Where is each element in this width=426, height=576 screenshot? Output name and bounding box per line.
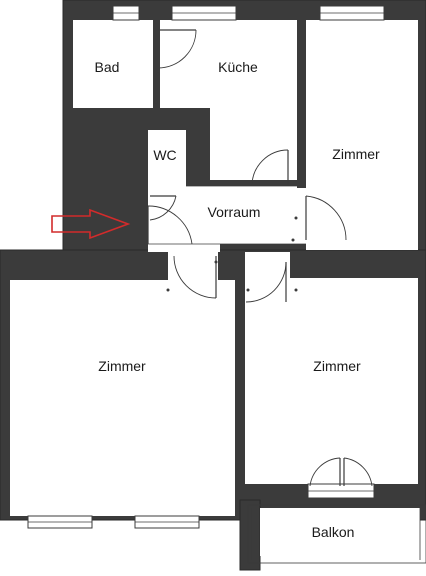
room-label-vorraum: Vorraum (208, 204, 261, 220)
windows (27, 5, 385, 529)
room-label-zimmer-right: Zimmer (313, 358, 361, 374)
room-label-wc: WC (153, 147, 176, 163)
entrance-arrow-icon (51, 208, 131, 240)
room-label-kueche: Küche (218, 59, 258, 75)
fixtures (154, 72, 298, 292)
interior-lines (148, 185, 306, 245)
room-label-zimmer-left: Zimmer (98, 358, 146, 374)
room-label-zimmer-top-right: Zimmer (332, 146, 380, 162)
room-floors (10, 20, 420, 556)
balkon-outline (247, 504, 426, 564)
room-label-bad: Bad (95, 59, 120, 75)
doors (147, 29, 373, 487)
room-label-balkon: Balkon (312, 524, 355, 540)
